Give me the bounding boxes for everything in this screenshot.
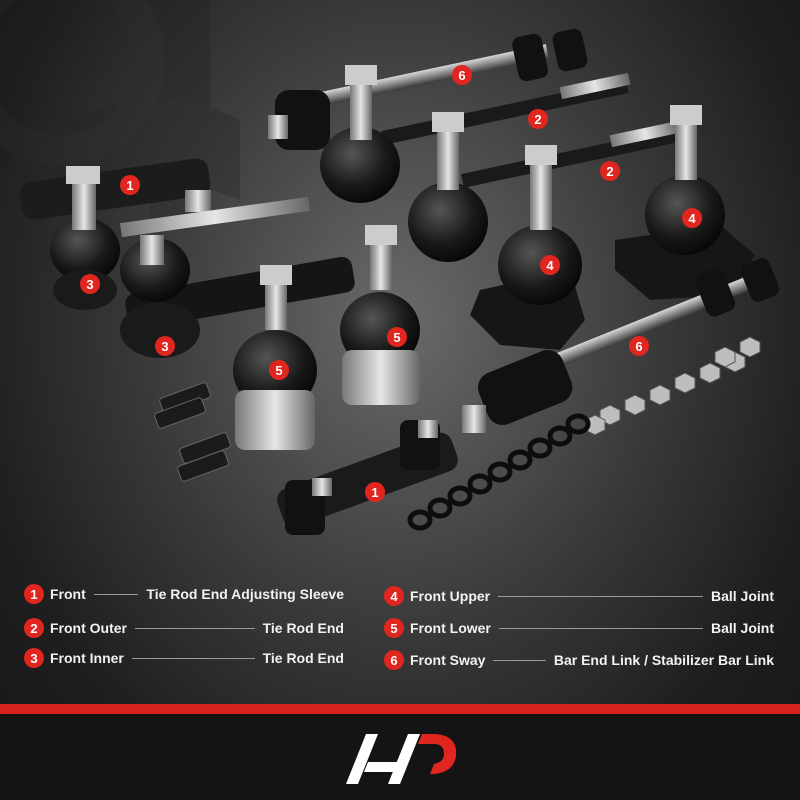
badge-6-top: 6 xyxy=(452,65,472,85)
red-divider-bar xyxy=(0,704,800,714)
badge-3-mid: 3 xyxy=(155,336,175,356)
legend-desc: Tie Rod End xyxy=(262,620,344,636)
legend-label: Front Lower xyxy=(410,620,491,636)
legend-row-5: 5 Front Lower Ball Joint xyxy=(384,616,774,640)
lower-ball-joint-right xyxy=(340,225,420,405)
legend-row-4: 4 Front Upper Ball Joint xyxy=(384,584,774,608)
outer-tie-rod-middle xyxy=(408,112,689,262)
legend-row-3: 3 Front Inner Tie Rod End xyxy=(24,646,344,670)
svg-text:6: 6 xyxy=(458,68,465,83)
parts-photo: 6 2 1 2 4 3 4 3 5 5 6 1 xyxy=(19,44,779,535)
legend-number: 4 xyxy=(384,586,404,606)
svg-text:6: 6 xyxy=(635,339,642,354)
legend-row-2: 2 Front Outer Tie Rod End xyxy=(24,616,344,640)
legend-row-6: 6 Front Sway Bar End Link / Stabilizer B… xyxy=(384,648,774,672)
legend-label: Front xyxy=(50,586,86,602)
adjusting-sleeve-bottom xyxy=(277,420,458,535)
legend-divider xyxy=(498,627,703,629)
badge-4-left: 4 xyxy=(540,255,560,275)
legend-desc: Ball Joint xyxy=(710,588,774,604)
badge-5-left: 5 xyxy=(269,360,289,380)
badge-2-mid: 2 xyxy=(600,161,620,181)
svg-text:4: 4 xyxy=(688,211,696,226)
svg-text:1: 1 xyxy=(126,178,133,193)
svg-text:4: 4 xyxy=(546,258,554,273)
inner-tie-rod-left xyxy=(119,196,355,358)
hardware-washers xyxy=(407,413,591,531)
svg-text:3: 3 xyxy=(86,277,93,292)
badge-3-left: 3 xyxy=(80,274,100,294)
svg-text:5: 5 xyxy=(393,330,400,345)
legend-label: Front Sway xyxy=(410,652,486,668)
legend-number: 6 xyxy=(384,650,404,670)
legend-divider xyxy=(135,627,255,629)
svg-text:2: 2 xyxy=(606,164,613,179)
badge-1-bottom: 1 xyxy=(365,482,385,502)
legend-label: Front Upper xyxy=(410,588,491,604)
legend-desc: Tie Rod End Adjusting Sleeve xyxy=(146,586,344,602)
legend-desc: Bar End Link / Stabilizer Bar Link xyxy=(553,652,774,668)
photo-badges: 6 2 1 2 4 3 4 3 5 5 6 1 xyxy=(80,65,702,502)
legend-divider xyxy=(493,659,546,661)
svg-text:5: 5 xyxy=(275,363,282,378)
legend-divider xyxy=(93,593,139,595)
legend-label: Front Outer xyxy=(50,620,127,636)
badge-2-top: 2 xyxy=(528,109,548,129)
badge-1-top: 1 xyxy=(120,175,140,195)
hardware-bolts xyxy=(154,382,231,482)
hardware-nuts xyxy=(584,336,761,436)
badge-6-bottom: 6 xyxy=(629,336,649,356)
legend-divider xyxy=(131,657,255,659)
legend-number: 2 xyxy=(24,618,44,638)
parts-legend: 1 Front Tie Rod End Adjusting Sleeve 2 F… xyxy=(0,570,800,700)
legend-row-1: 1 Front Tie Rod End Adjusting Sleeve xyxy=(24,582,344,606)
legend-number: 1 xyxy=(24,584,44,604)
legend-desc: Tie Rod End xyxy=(262,650,344,666)
legend-number: 3 xyxy=(24,648,44,668)
svg-text:2: 2 xyxy=(534,112,541,127)
badge-4-right: 4 xyxy=(682,208,702,228)
svg-text:3: 3 xyxy=(161,339,168,354)
legend-desc: Ball Joint xyxy=(710,620,774,636)
a-premium-logo-icon xyxy=(346,734,457,784)
legend-number: 5 xyxy=(384,618,404,638)
badge-5-right: 5 xyxy=(387,327,407,347)
sway-bar-link-bottom xyxy=(462,258,779,433)
upper-ball-joint-left xyxy=(470,145,585,350)
legend-divider xyxy=(498,595,703,597)
adjusting-sleeve-top xyxy=(19,158,211,310)
svg-text:1: 1 xyxy=(371,485,378,500)
legend-label: Front Inner xyxy=(50,650,124,666)
